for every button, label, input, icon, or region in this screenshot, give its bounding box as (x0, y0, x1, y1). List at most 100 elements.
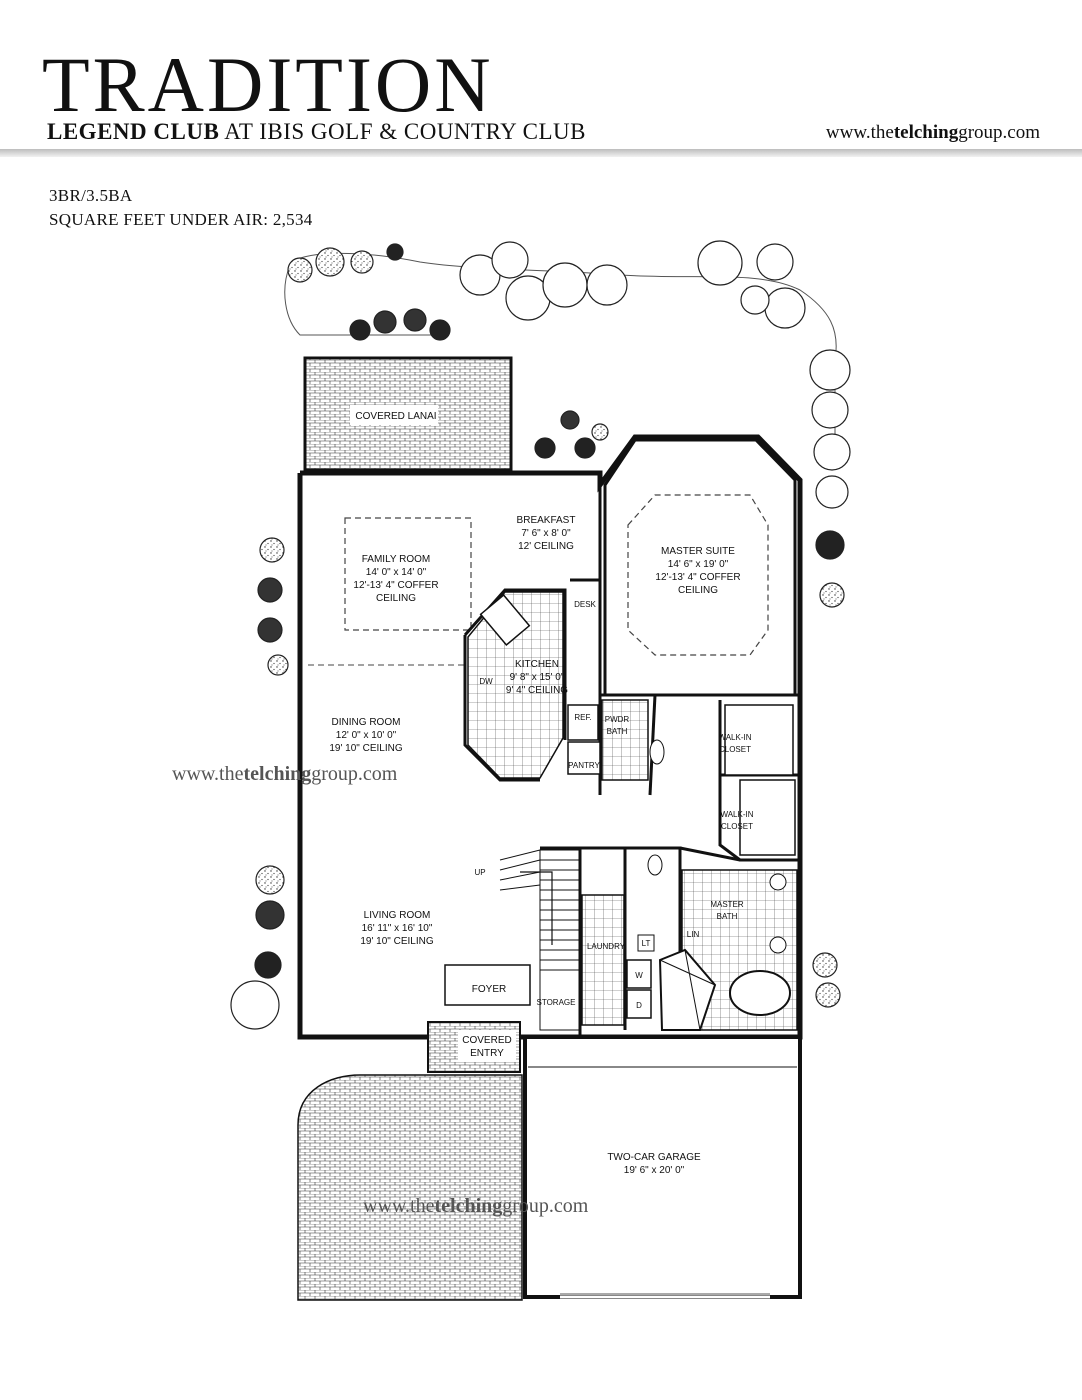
landscaping (230, 240, 851, 1030)
tree (586, 264, 628, 306)
shrub (429, 319, 451, 341)
label-covered-entry-1: COVERED (462, 1035, 511, 1046)
tree (815, 475, 849, 509)
label-living-dims: 16' 11" x 16' 10" (362, 923, 433, 934)
label-master-suite-dims: 14' 6" x 19' 0" (668, 559, 729, 570)
kitchen-floor (467, 591, 564, 779)
shrub (812, 952, 838, 978)
pantry (567, 741, 601, 775)
label-refrigerator: REF. (574, 713, 591, 722)
label-dishwasher: DW (479, 677, 493, 686)
label-covered-lanai: COVERED LANAI (355, 411, 436, 422)
tree (230, 980, 280, 1030)
label-pantry: PANTRY (568, 761, 600, 770)
label-breakfast-ceiling: 12' CEILING (518, 541, 574, 552)
tree (809, 349, 851, 391)
label-powder-bath-1: PWDR (605, 715, 630, 724)
dryer (626, 989, 652, 1019)
label-laundry: LAUNDRY (587, 942, 626, 951)
label-dining-ceiling: 19' 10" CEILING (329, 743, 402, 754)
walk-in-closet-1 (724, 704, 794, 776)
shrub (257, 617, 283, 643)
label-living-ceiling: 19' 10" CEILING (360, 936, 433, 947)
community-subtitle: LEGEND CLUB AT IBIS GOLF & COUNTRY CLUB (47, 119, 586, 145)
label-master-bath-1: MASTER (710, 900, 744, 909)
walk-in-closet-2 (739, 779, 796, 856)
label-family-ceiling-1: 12'-13' 4" COFFER (353, 580, 438, 591)
label-washer: W (635, 971, 643, 980)
label-kitchen-dims: 9' 8" x 15' 0" (510, 672, 565, 683)
label-stairs-up: UP (474, 868, 485, 877)
shrub (591, 423, 609, 441)
toilet (649, 739, 665, 765)
garage (523, 1035, 802, 1299)
square-feet: SQUARE FEET UNDER AIR: 2,534 (49, 210, 313, 229)
label-garage: TWO-CAR GARAGE (607, 1152, 701, 1163)
label-master-suite-ceiling-1: 12'-13' 4" COFFER (655, 572, 740, 583)
page-header: TRADITION LEGEND CLUB AT IBIS GOLF & COU… (0, 0, 1082, 157)
kitchen-island (479, 593, 531, 647)
label-master-suite: MASTER SUITE (661, 546, 735, 557)
label-master-suite-ceiling-2: CEILING (678, 585, 718, 596)
tree (542, 262, 588, 308)
shrub (315, 247, 345, 277)
label-walk-in-closet-1b: CLOSET (719, 745, 751, 754)
shrub (819, 582, 845, 608)
label-family-ceiling-2: CEILING (376, 593, 416, 604)
shrub (815, 982, 841, 1008)
label-walk-in-closet-1a: WALK-IN (718, 733, 751, 742)
label-walk-in-closet-2b: CLOSET (721, 822, 753, 831)
label-dining-dims: 12' 0" x 10' 0" (336, 730, 397, 741)
tree (811, 391, 849, 429)
toilet (647, 854, 663, 876)
label-powder-bath-2: BATH (607, 727, 628, 736)
shrub (254, 951, 282, 979)
watermark-1: www.thetelchinggroup.com (172, 763, 398, 785)
powder-bath-floor (601, 699, 649, 781)
label-family-dims: 14' 0" x 14' 0" (366, 567, 427, 578)
label-breakfast-dims: 7' 6" x 8' 0" (521, 528, 571, 539)
tree (813, 433, 851, 471)
label-dining-room: DINING ROOM (332, 717, 401, 728)
label-garage-dims: 19' 6" x 20' 0" (624, 1165, 685, 1176)
label-family-room: FAMILY ROOM (362, 554, 431, 565)
shrub (259, 537, 285, 563)
label-kitchen-ceiling: 9' 4" CEILING (506, 685, 568, 696)
watermark-2: www.thetelchinggroup.com (363, 1195, 589, 1217)
label-living-room: LIVING ROOM (364, 910, 431, 921)
tree (697, 240, 743, 286)
website-link[interactable]: www.thetelchinggroup.com (825, 122, 1040, 143)
shrub (815, 530, 845, 560)
tree (764, 287, 806, 329)
shrub (349, 319, 371, 341)
shrub (373, 310, 397, 334)
sink (769, 936, 787, 954)
header-divider (0, 149, 1082, 157)
beds-baths: 3BR/3.5BA (49, 186, 133, 205)
sink (769, 873, 787, 891)
community-location: AT IBIS GOLF & COUNTRY CLUB (219, 119, 587, 144)
laundry-floor (581, 894, 625, 1026)
shrub (257, 577, 283, 603)
driveway (297, 1074, 523, 1301)
label-master-bath-2: BATH (717, 912, 738, 921)
label-walk-in-closet-2a: WALK-IN (720, 810, 753, 819)
shrub (560, 410, 580, 430)
shower (658, 948, 717, 1031)
shrub (574, 437, 596, 459)
foyer-tile (444, 964, 531, 1006)
label-dryer: D (636, 1001, 642, 1010)
tree (491, 241, 529, 279)
label-kitchen: KITCHEN (515, 659, 559, 670)
label-covered-entry-2: ENTRY (470, 1048, 504, 1059)
staircase (499, 849, 581, 1031)
tree (756, 243, 794, 281)
shrub (255, 865, 285, 895)
shrub (267, 654, 289, 676)
shrub (534, 437, 556, 459)
shrub (255, 900, 285, 930)
label-desk: DESK (574, 600, 596, 609)
label-foyer: FOYER (472, 984, 506, 995)
community-name: LEGEND CLUB (47, 119, 220, 144)
refrigerator (567, 704, 599, 741)
